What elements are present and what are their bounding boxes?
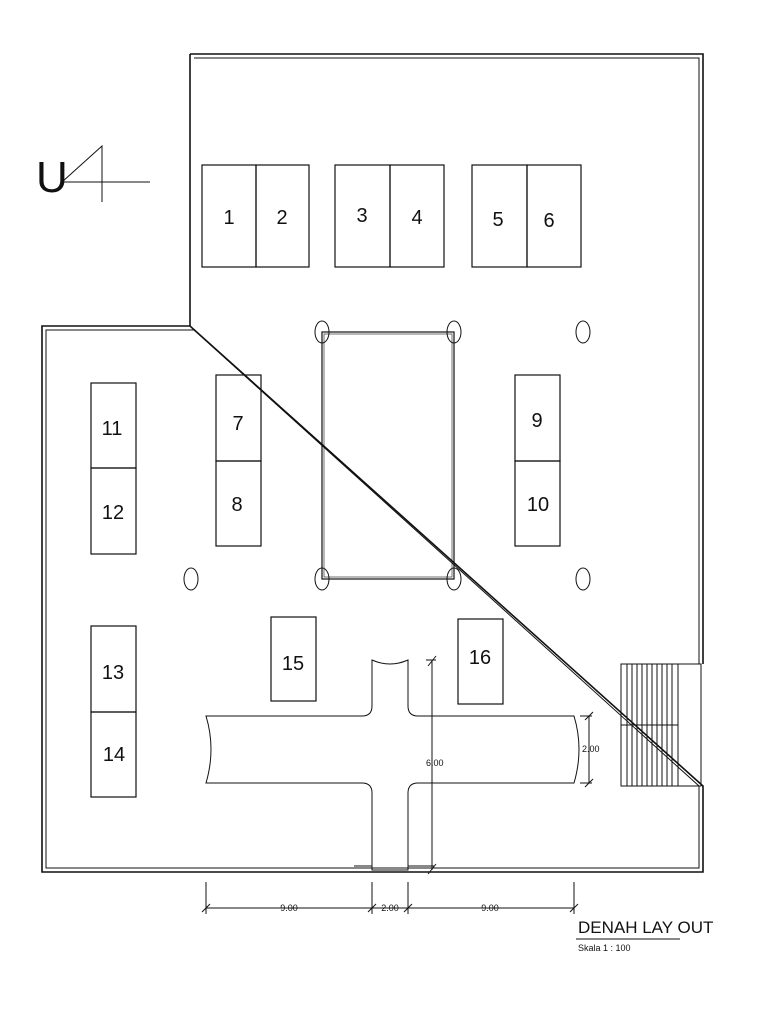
cross-corridor — [205, 659, 580, 871]
corridor-width-dimension — [580, 711, 594, 788]
left-span-label: 9.00 — [280, 903, 298, 913]
north-letter: U — [36, 153, 68, 202]
booth-3[interactable]: 3 — [356, 205, 367, 227]
vertical-dimension — [426, 655, 437, 875]
booth-2-outline — [255, 164, 310, 268]
building-walls — [41, 53, 704, 873]
drawing-scale: Skala 1 : 100 — [578, 943, 631, 953]
right-span-label: 9.00 — [481, 903, 499, 913]
booth-12-outline — [90, 467, 137, 555]
booth-13[interactable]: 13 — [102, 662, 124, 684]
booth-8[interactable]: 8 — [231, 494, 242, 516]
corridor-width-label: 2.00 — [582, 744, 600, 754]
horizontal-dim-labels: 9.00 2.00 9.00 — [280, 903, 499, 913]
booth-14-outline — [90, 711, 137, 798]
drawing-title: DENAH LAY OUT — [578, 918, 713, 937]
booth-15[interactable]: 15 — [282, 653, 304, 675]
column — [446, 567, 462, 591]
booth-8-outline — [215, 460, 262, 547]
booth-2[interactable]: 2 — [276, 207, 287, 229]
booth-1[interactable]: 1 — [223, 207, 234, 229]
columns — [183, 320, 591, 591]
booth-16-outline — [457, 618, 504, 705]
staircase — [620, 663, 702, 787]
booth-10-outline — [514, 460, 561, 547]
booth-9[interactable]: 9 — [531, 410, 542, 432]
booth-11[interactable]: 11 — [102, 418, 123, 440]
booth-labels: 1 2 3 4 5 6 7 8 9 10 11 12 13 14 15 16 — [102, 205, 555, 766]
vertical-dim-label: 6.00 — [426, 758, 444, 768]
booth-15-outline — [270, 616, 317, 702]
booth-4[interactable]: 4 — [411, 207, 422, 229]
central-atrium — [321, 331, 455, 580]
north-marker: U — [36, 144, 150, 202]
booth-6[interactable]: 6 — [543, 210, 554, 232]
north-arrow-icon — [61, 144, 150, 202]
center-span-label: 2.00 — [381, 903, 399, 913]
booth-14[interactable]: 14 — [103, 744, 125, 766]
booth-5[interactable]: 5 — [492, 209, 503, 231]
horizontal-dimension — [201, 882, 579, 914]
column — [314, 567, 330, 591]
column — [575, 567, 591, 591]
booth-16[interactable]: 16 — [469, 647, 491, 669]
column — [446, 320, 462, 344]
column — [183, 567, 199, 591]
booth-12[interactable]: 12 — [102, 502, 124, 524]
column — [575, 320, 591, 344]
booth-10[interactable]: 10 — [527, 494, 549, 516]
title-block: DENAH LAY OUT Skala 1 : 100 — [576, 918, 713, 953]
booths — [90, 164, 582, 798]
column — [314, 320, 330, 344]
booth-6-outline — [526, 164, 582, 268]
booth-7[interactable]: 7 — [232, 413, 243, 435]
booth-4-outline — [389, 164, 445, 268]
